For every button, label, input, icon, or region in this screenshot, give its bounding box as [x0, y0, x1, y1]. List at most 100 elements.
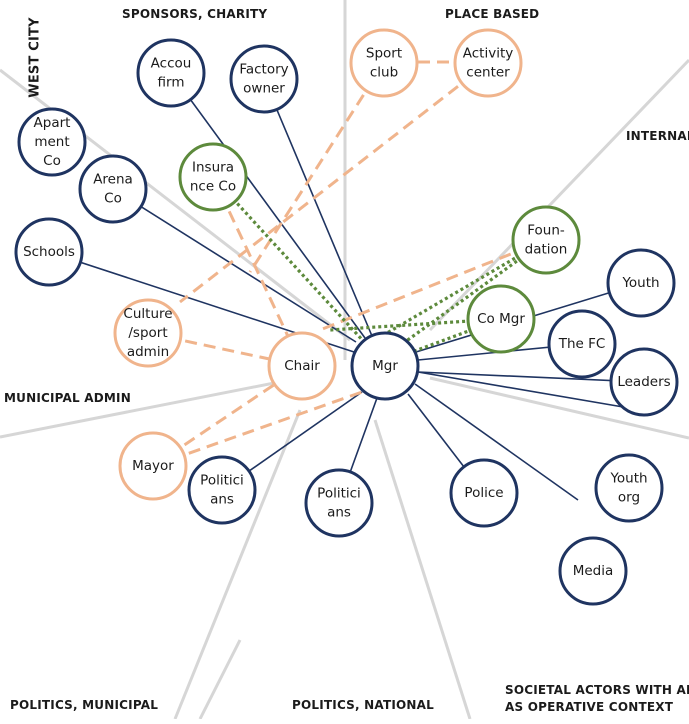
- node-label: Accou: [151, 56, 192, 72]
- sector-label-societal-actors-line2: AS OPERATIVE CONTEXT: [505, 700, 674, 714]
- node-label: club: [370, 65, 398, 81]
- navy-edge: [417, 371, 630, 409]
- sector-label-societal-actors-line1: SOCIETAL ACTORS WITH AREA: [505, 683, 689, 697]
- node-culture-sport-admin: Culture/sport admin: [113, 298, 183, 368]
- sector-label-west-city: WEST CITY: [27, 17, 43, 98]
- node-label: ment: [34, 134, 69, 150]
- green-edge: [369, 238, 547, 345]
- green-edge: [329, 317, 502, 332]
- node-circle: [229, 44, 299, 114]
- node-label: ans: [327, 505, 351, 521]
- node-politicians-national: Politici ans: [304, 468, 374, 538]
- node-label: Politici: [200, 473, 244, 489]
- node-label: Co: [43, 153, 61, 169]
- navy-edge: [112, 188, 357, 343]
- peach-edge: [319, 238, 547, 332]
- node-circle: [14, 217, 84, 287]
- node-label: firm: [158, 75, 185, 91]
- node-circle: [187, 455, 257, 525]
- peach-edge: [248, 62, 386, 273]
- node-circle: [78, 154, 148, 224]
- node-label: The FC: [558, 336, 606, 352]
- node-youth-org: Youth org: [594, 453, 664, 523]
- navy-edge: [170, 72, 366, 339]
- node-circle: [594, 453, 664, 523]
- node-label: Arena: [93, 172, 133, 188]
- node-label: Youth: [609, 471, 647, 487]
- node-label: Co Mgr: [477, 311, 525, 327]
- node-foundation: Foun-dation: [511, 205, 581, 275]
- sector-label-politics-municipal: POLITICS, MUNICIPAL: [10, 698, 159, 712]
- node-circle: [606, 248, 676, 318]
- node-circle: [178, 142, 248, 212]
- sector-label-politics-national: POLITICS, NATIONAL: [292, 698, 434, 712]
- node-label: Sport: [366, 46, 402, 62]
- nodes: Accou firm Factory owner Sport club Activity ce…: [14, 28, 679, 606]
- node-circle: [453, 28, 523, 98]
- peach-edge: [179, 61, 489, 304]
- node-circle: [466, 284, 536, 354]
- node-label: Factory: [239, 62, 288, 78]
- node-label: Police: [464, 485, 503, 501]
- node-chair: Chair: [267, 331, 337, 401]
- node-label: /sport: [128, 325, 167, 341]
- node-media: Media: [558, 536, 628, 606]
- sector-divider-line: [428, 58, 689, 332]
- node-leaders: Leaders: [609, 347, 679, 417]
- navy-edge: [414, 383, 579, 501]
- node-circle: [350, 331, 420, 401]
- node-circle: [267, 331, 337, 401]
- node-label: Insura: [192, 160, 234, 176]
- node-label: Politici: [317, 486, 361, 502]
- node-label: Leaders: [617, 374, 670, 390]
- node-label: Schools: [23, 244, 75, 260]
- node-circle: [449, 458, 519, 528]
- node-label: Chair: [284, 358, 320, 374]
- node-mayor: Mayor: [118, 431, 188, 501]
- node-label: owner: [243, 81, 285, 97]
- navy-edge: [263, 78, 373, 337]
- sector-label-sponsors-charity: SPONSORS, CHARITY: [122, 7, 268, 21]
- navy-edge: [417, 371, 645, 383]
- node-circle: [17, 107, 87, 177]
- node-accou-firm: Accou firm: [136, 38, 206, 108]
- node-label: center: [466, 65, 510, 81]
- sector-divider-line: [173, 409, 302, 720]
- node-mgr: Mgr: [350, 331, 420, 401]
- node-circle: [304, 468, 374, 538]
- node-label: admin: [127, 344, 169, 360]
- sector-label-place-based: PLACE BASED: [445, 7, 540, 21]
- node-circle: [609, 347, 679, 417]
- sector-divider-line: [373, 419, 472, 720]
- node-label: Mgr: [372, 358, 398, 374]
- node-co-mgr: Co Mgr: [466, 284, 536, 354]
- node-label: Youth: [621, 275, 659, 291]
- green-edge: [411, 317, 502, 354]
- node-schools: Schools: [14, 217, 84, 287]
- node-circle: [547, 309, 617, 379]
- node-label: Apart: [34, 115, 71, 131]
- node-label: Activity: [463, 46, 514, 62]
- node-label: nce Co: [190, 179, 236, 195]
- node-circle: [113, 298, 183, 368]
- node-label: Culture: [123, 306, 172, 322]
- node-sport-club: Sport club: [349, 28, 419, 98]
- node-circle: [511, 205, 581, 275]
- node-circle: [118, 431, 188, 501]
- green-edge: [211, 175, 368, 346]
- node-activity-center: Activity center: [453, 28, 523, 98]
- node-label: Foun-: [527, 223, 565, 239]
- peach-edge: [211, 176, 304, 367]
- sector-divider-line: [198, 639, 242, 720]
- node-the-fc: The FC: [547, 309, 617, 379]
- node-circle: [558, 536, 628, 606]
- node-label: org: [618, 490, 640, 506]
- sector-divider-line: [429, 376, 689, 440]
- sector-label-municipal-admin: MUNICIPAL ADMIN: [4, 391, 131, 405]
- sector-label-internal: INTERNAL: [626, 129, 689, 143]
- node-youth: Youth: [606, 248, 676, 318]
